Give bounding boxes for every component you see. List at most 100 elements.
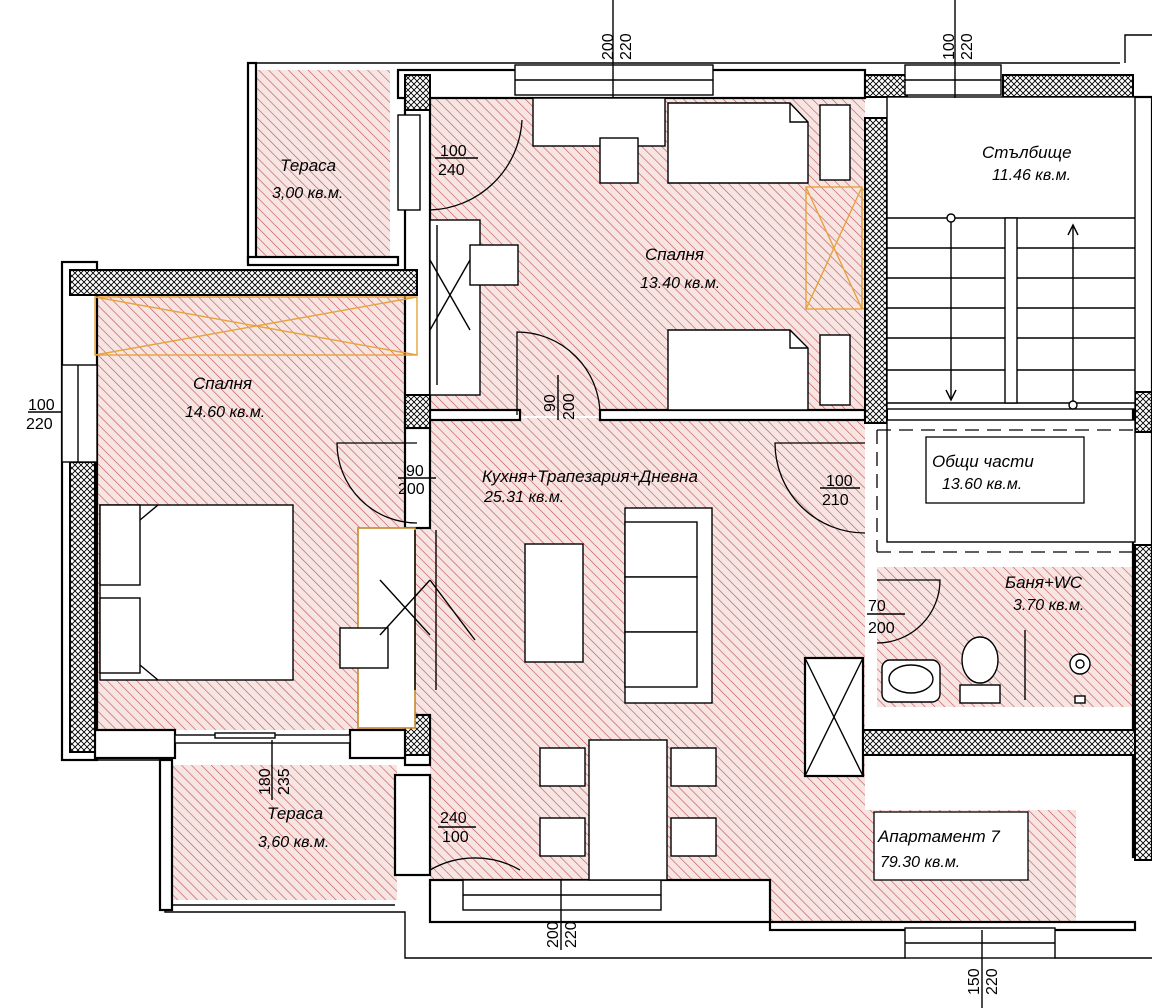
wall-entry-lower	[393, 773, 432, 877]
dim-bath-door-h: 200	[868, 620, 895, 637]
dim-terrace-door-top-w: 100	[440, 143, 467, 160]
windows	[61, 64, 1056, 959]
hatched-wall-corner-1	[404, 394, 431, 429]
dim-bottom-window-1-w: 200	[545, 921, 562, 948]
dim-terrace-door-bottom-h: 100	[442, 829, 469, 846]
terrace-top-floor	[255, 70, 390, 257]
common-label-box	[925, 436, 1085, 504]
bedroom-2-area: 14.60 кв.м.	[185, 404, 265, 421]
shaft-cross	[804, 657, 864, 777]
room-labels: Тераса 3,00 кв.м. Стълбище 11.46 кв.м. С…	[185, 143, 1084, 871]
apartment-area: 79.30 кв.м.	[880, 854, 960, 871]
pillow-1	[99, 504, 141, 586]
dim-bedroom2-door-h: 200	[398, 481, 425, 498]
living-furniture	[524, 507, 864, 881]
toilet-bowl	[961, 636, 999, 684]
bedroom-2-furniture	[94, 296, 476, 729]
hatched-wall-stair-top-2	[1002, 74, 1134, 98]
bedroom-1-name: Спалня	[645, 245, 704, 264]
toilet-tank	[959, 684, 1001, 704]
dim-bedroom2-door-w: 90	[406, 463, 424, 480]
dim-left-window-h: 220	[26, 416, 53, 433]
apartment-name: Апартамент 7	[877, 827, 1000, 846]
door-terrace-bottom	[429, 780, 521, 872]
dim-bath-door-w: 70	[868, 598, 886, 615]
dim-balcony-window-w: 180	[257, 768, 274, 795]
terrace-top-area: 3,00 кв.м.	[272, 185, 343, 202]
living-area: 25.31 кв.м.	[483, 489, 564, 506]
bedroom-2-name: Спалня	[193, 374, 252, 393]
common-area: 13.60 кв.м.	[942, 476, 1022, 493]
hatched-walls	[69, 74, 1152, 861]
dim-bottom-window-2-w: 150	[966, 968, 983, 995]
door-bath	[876, 579, 941, 644]
bed-top	[667, 102, 809, 184]
hatched-wall-right-2	[1134, 544, 1152, 861]
dim-bedroom1-door-h: 200	[561, 393, 578, 420]
wall-bed2-bottom	[93, 728, 177, 760]
terrace-top-name: Тераса	[280, 156, 336, 175]
pillow-2	[99, 597, 141, 674]
dining-chair-2	[539, 817, 586, 857]
hatched-wall-left	[69, 461, 96, 753]
dim-bottom-window-1-h: 220	[563, 921, 580, 948]
dim-top-window-2-w: 100	[941, 33, 958, 60]
dining-table	[588, 739, 668, 881]
wardrobe-bed2	[94, 296, 418, 356]
hatched-wall-bed2-top	[69, 269, 418, 296]
dining-chair-4	[670, 817, 717, 857]
hatched-wall-bath-bottom	[862, 729, 1136, 756]
hatched-wall-stair-top	[864, 74, 908, 98]
wall-terrace-left	[246, 61, 258, 264]
coffee-table	[524, 543, 584, 663]
hatched-wall-stair-left	[864, 117, 888, 424]
bed-bottom	[667, 329, 809, 411]
bath-area: 3.70 кв.м.	[1013, 597, 1084, 614]
window-left	[61, 364, 98, 463]
dim-top-window-2-h: 220	[959, 33, 976, 60]
nightstand-top	[819, 104, 851, 181]
dim-bedroom1-door-w: 90	[542, 394, 559, 412]
apartment-label-box	[873, 811, 1029, 881]
terrace-bottom-name: Тераса	[267, 804, 323, 823]
wall-terrace-bottom	[246, 255, 400, 267]
dimension-labels: 200 220 100 220 100 240 100 220 90 200 9…	[26, 0, 1001, 1008]
dim-left-window-w: 100	[28, 397, 55, 414]
dim-entry-door-w: 100	[826, 473, 853, 490]
sink	[881, 659, 941, 703]
dim-bottom-window-2-h: 220	[984, 968, 1001, 995]
dim-entry-door-h: 210	[822, 492, 849, 509]
chair-side	[469, 244, 519, 286]
window-balcony-sash	[214, 732, 276, 739]
door-terrace-top	[429, 115, 523, 211]
terrace-bottom-area: 3,60 кв.м.	[258, 834, 329, 851]
doors	[336, 115, 941, 872]
wall-bed1-bottom-2	[598, 408, 867, 422]
chair-top	[599, 137, 639, 184]
bath-name: Баня+WC	[1005, 573, 1083, 592]
dining-chair-3	[670, 747, 717, 787]
stair-treads	[887, 213, 1135, 410]
stairwell-name: Стълбище	[982, 143, 1072, 162]
bath-fixtures	[881, 630, 1091, 704]
outline-top-right	[1124, 34, 1152, 63]
common-name: Общи части	[932, 452, 1034, 471]
wall-bed1-bottom	[428, 408, 522, 422]
wall-terrace-bottom-left	[158, 758, 174, 912]
dim-top-window-1-h: 220	[618, 33, 635, 60]
bedroom-1-furniture	[429, 97, 863, 411]
stairwell-area: 11.46 кв.м.	[992, 167, 1071, 184]
dining-chair-1	[539, 747, 586, 787]
nightstand-bottom	[819, 334, 851, 406]
desk-top	[532, 97, 666, 147]
bedroom-1-area: 13.40 кв.м.	[640, 275, 720, 292]
window-bed1-terrace	[397, 114, 421, 211]
dim-terrace-door-top-h: 240	[438, 162, 465, 179]
wardrobe-bed1	[805, 186, 863, 310]
door-bedroom-1	[516, 331, 601, 416]
hatched-wall-right-1	[1134, 391, 1152, 433]
wall-bed2-bottom-2	[348, 728, 407, 760]
dim-top-window-1-w: 200	[600, 33, 617, 60]
hatched-wall-top-left	[404, 74, 431, 111]
